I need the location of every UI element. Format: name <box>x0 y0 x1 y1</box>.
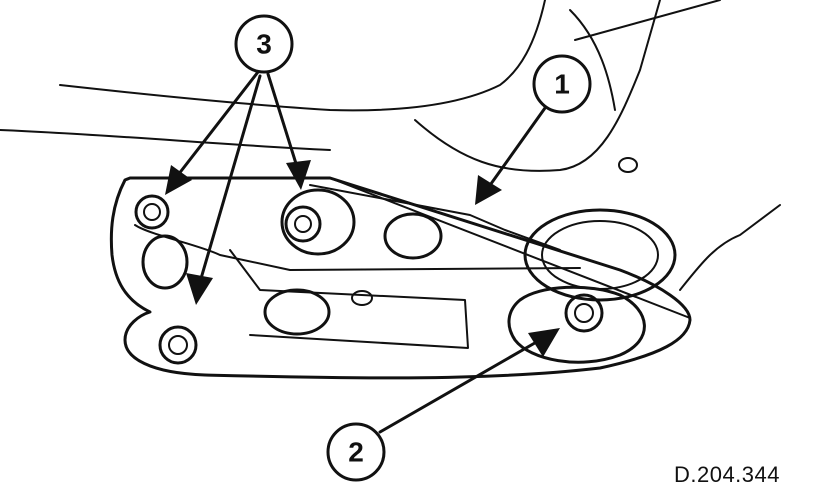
figure-reference-code: D.204.344 <box>673 462 780 487</box>
bolt-upper-left <box>134 194 170 230</box>
bolt-main <box>564 293 604 333</box>
callout-1-label: 1 <box>554 69 570 100</box>
arrowhead <box>528 328 560 357</box>
chassis-outline <box>0 0 781 291</box>
bushing-mount <box>507 208 677 364</box>
arrowhead <box>475 175 502 205</box>
bolt-lower-left <box>158 325 198 365</box>
arrowhead <box>286 160 311 190</box>
callout-3: 3 <box>234 14 294 74</box>
arrowhead <box>165 165 192 195</box>
callout-2: 2 <box>326 422 386 482</box>
bracket-holes <box>141 188 443 336</box>
callout-2-label: 2 <box>348 437 364 468</box>
bracket-plate <box>109 176 692 380</box>
bolt-upper-center <box>284 205 322 243</box>
callout-3-label: 3 <box>256 29 272 60</box>
arrowhead <box>186 273 213 305</box>
callout-1: 1 <box>532 54 592 114</box>
leader-lines <box>165 70 560 434</box>
